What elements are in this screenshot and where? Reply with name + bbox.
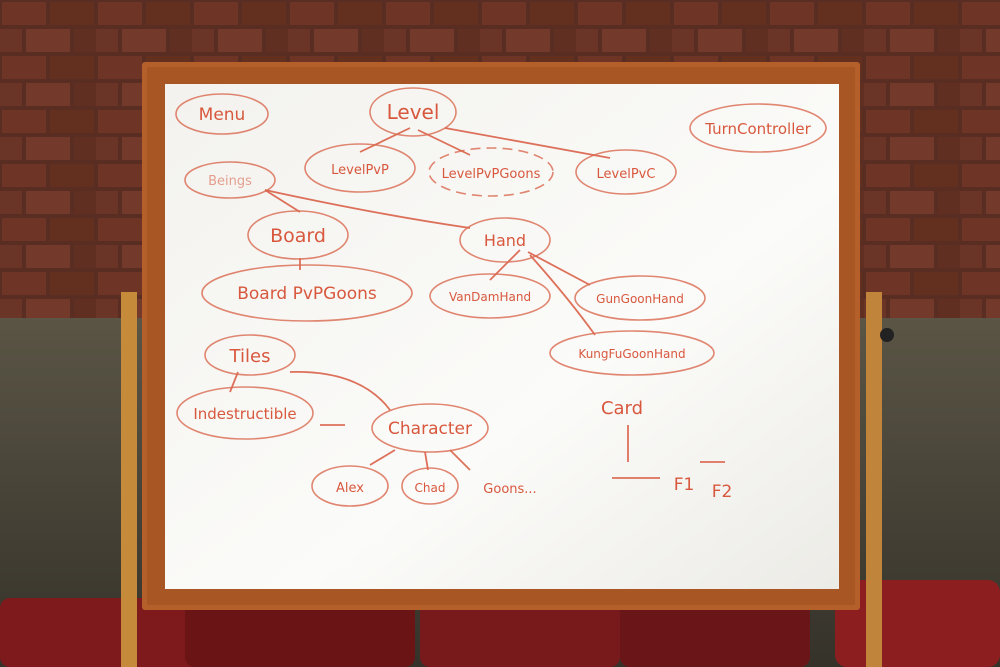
node-chad: Chad	[415, 481, 446, 495]
whiteboard-surface	[165, 84, 839, 589]
node-level-pvc: LevelPvC	[597, 167, 656, 182]
node-kung-fu-goon-hand: KungFuGoonHand	[578, 347, 685, 361]
node-level: Level	[387, 100, 440, 124]
node-f2: F2	[712, 482, 733, 502]
node-beings: Beings	[208, 174, 252, 189]
node-ovals	[175, 87, 827, 507]
node-turn-controller: TurnController	[704, 120, 811, 138]
node-card: Card	[601, 398, 643, 419]
node-level-pvp: LevelPvP	[331, 163, 389, 178]
node-character: Character	[388, 419, 472, 439]
node-tiles: Tiles	[229, 346, 271, 367]
node-gun-goon-hand: GunGoonHand	[596, 292, 684, 306]
node-board-pvp-goons: Board PvPGoons	[237, 284, 377, 304]
node-hand: Hand	[484, 231, 526, 250]
node-board: Board	[270, 225, 326, 247]
stand-leg-left	[121, 292, 137, 667]
node-indestructible: Indestructible	[193, 405, 296, 423]
node-alex: Alex	[336, 481, 364, 496]
node-goons: Goons...	[483, 482, 536, 497]
node-vandam-hand: VanDamHand	[449, 290, 531, 304]
node-level-pvp-goons: LevelPvPGoons	[442, 167, 541, 182]
node-menu: Menu	[199, 105, 246, 125]
stand-knob	[880, 328, 894, 342]
stand-leg-right	[866, 292, 882, 667]
connector-lines	[229, 127, 725, 479]
whiteboard-text: Menu Level TurnController LevelPvP Level…	[193, 100, 811, 502]
node-f1: F1	[674, 475, 695, 495]
